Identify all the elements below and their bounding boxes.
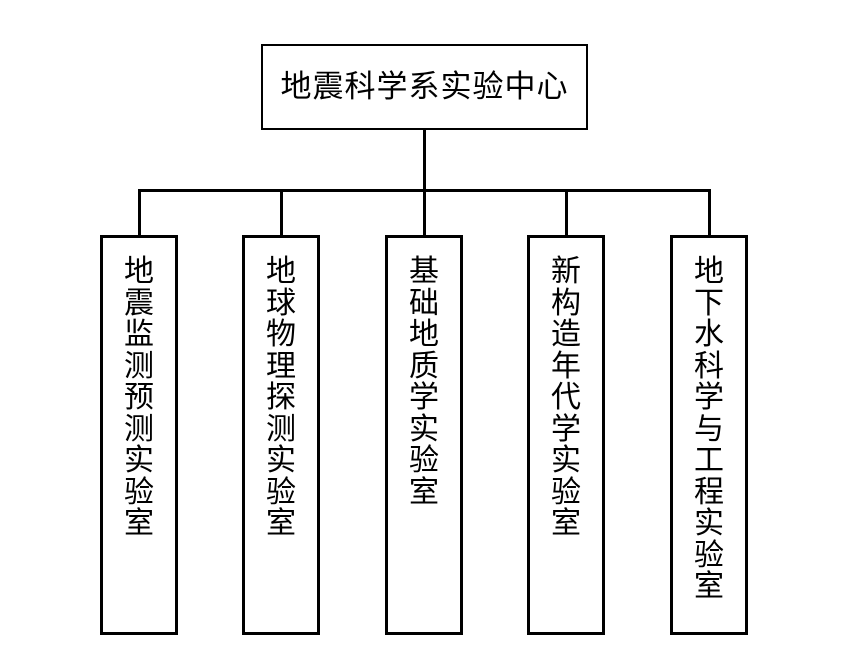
label-char: 探 bbox=[266, 380, 296, 415]
label-char: 学 bbox=[551, 411, 581, 447]
label-char: 地 bbox=[124, 254, 154, 289]
label-char: 地 bbox=[266, 254, 296, 289]
label-char: 学 bbox=[409, 380, 439, 415]
label-char: 学 bbox=[694, 380, 724, 415]
label-char: 实 bbox=[124, 443, 154, 478]
label-char: 预 bbox=[124, 380, 154, 415]
label-char: 程 bbox=[694, 474, 724, 510]
label-char: 下 bbox=[694, 285, 724, 321]
child-node-label-1: 地震监测预测实验室 bbox=[103, 256, 175, 540]
label-char: 地 bbox=[694, 254, 724, 289]
label-char: 实 bbox=[409, 411, 439, 447]
connector-drop-5 bbox=[708, 189, 711, 235]
label-char: 代 bbox=[551, 380, 581, 415]
child-node-label-4: 新构造年代学实验室 bbox=[530, 256, 602, 540]
connector-drop-1 bbox=[138, 189, 141, 235]
label-char: 测 bbox=[266, 411, 296, 447]
root-node-label: 地震科学系实验中心 bbox=[280, 68, 569, 105]
label-char: 基 bbox=[409, 254, 439, 289]
label-char: 震 bbox=[124, 285, 154, 321]
label-char: 实 bbox=[266, 443, 296, 478]
label-char: 构 bbox=[551, 285, 581, 321]
root-node-box[interactable]: 地震科学系实验中心 bbox=[261, 44, 588, 130]
label-char: 室 bbox=[694, 569, 724, 604]
label-char: 室 bbox=[266, 506, 296, 541]
connector-drop-4 bbox=[565, 189, 568, 235]
label-char: 理 bbox=[266, 348, 296, 384]
label-char: 测 bbox=[124, 348, 154, 384]
label-char: 质 bbox=[409, 348, 439, 384]
label-char: 础 bbox=[409, 285, 439, 321]
child-node-box-2[interactable]: 地球物理探测实验室 bbox=[242, 235, 320, 635]
child-node-box-3[interactable]: 基础地质学实验室 bbox=[385, 235, 463, 635]
label-char: 地 bbox=[409, 317, 439, 352]
label-char: 监 bbox=[124, 317, 154, 352]
label-char: 验 bbox=[551, 474, 581, 510]
connector-drop-3 bbox=[423, 189, 426, 235]
child-node-box-4[interactable]: 新构造年代学实验室 bbox=[527, 235, 605, 635]
label-char: 室 bbox=[409, 474, 439, 510]
label-char: 与 bbox=[694, 411, 724, 447]
label-char: 验 bbox=[694, 537, 724, 573]
label-char: 物 bbox=[266, 317, 296, 352]
label-char: 球 bbox=[266, 285, 296, 321]
label-char: 年 bbox=[551, 348, 581, 384]
label-char: 造 bbox=[551, 317, 581, 352]
label-char: 验 bbox=[124, 474, 154, 510]
label-char: 新 bbox=[551, 254, 581, 289]
label-char: 室 bbox=[551, 506, 581, 541]
label-char: 实 bbox=[694, 506, 724, 541]
label-char: 室 bbox=[124, 506, 154, 541]
label-char: 验 bbox=[266, 474, 296, 510]
connector-drop-2 bbox=[280, 189, 283, 235]
child-node-label-2: 地球物理探测实验室 bbox=[245, 256, 317, 540]
label-char: 测 bbox=[124, 411, 154, 447]
child-node-label-3: 基础地质学实验室 bbox=[388, 256, 460, 508]
child-node-box-5[interactable]: 地下水科学与工程实验室 bbox=[670, 235, 748, 635]
label-char: 科 bbox=[694, 348, 724, 384]
label-char: 水 bbox=[694, 317, 724, 352]
label-char: 验 bbox=[409, 443, 439, 478]
child-node-box-1[interactable]: 地震监测预测实验室 bbox=[100, 235, 178, 635]
child-node-label-5: 地下水科学与工程实验室 bbox=[673, 256, 745, 603]
label-char: 实 bbox=[551, 443, 581, 478]
connector-root-stem bbox=[423, 130, 426, 192]
label-char: 工 bbox=[694, 443, 724, 478]
